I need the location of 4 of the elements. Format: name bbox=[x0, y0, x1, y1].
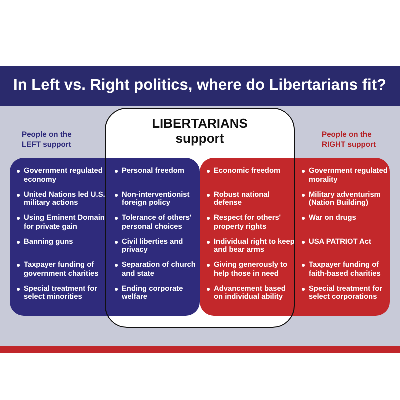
title: In Left vs. Right politics, where do Libertarians fit? bbox=[14, 77, 386, 95]
panel bbox=[200, 158, 390, 316]
panel bbox=[10, 158, 200, 316]
heading: LIBERTARIANS support bbox=[151, 117, 249, 147]
